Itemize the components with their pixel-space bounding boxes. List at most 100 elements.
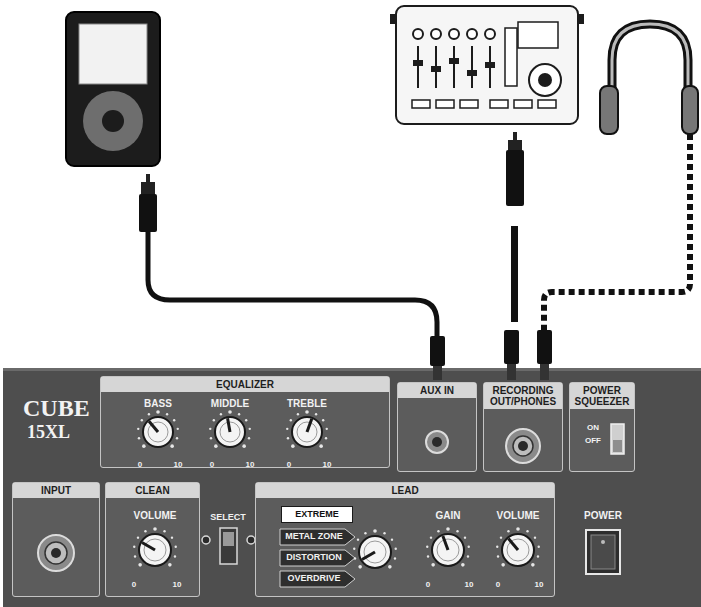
scale-number: 0: [287, 461, 291, 470]
panel-heading: POWER SQUEEZER: [570, 383, 634, 409]
squeezer-switch-lever: [613, 440, 622, 452]
knob-tick: [468, 546, 470, 548]
knob-label: VOLUME: [134, 510, 177, 521]
knob-tick: [531, 563, 535, 567]
scale-number: 10: [246, 461, 255, 470]
knob-tick: [228, 410, 232, 414]
knob-tick: [357, 538, 359, 540]
knob-tick: [467, 555, 469, 557]
knob: [143, 417, 173, 447]
scale-number: 0: [496, 581, 500, 590]
knob-pointer: [149, 421, 158, 432]
knob: [502, 534, 534, 566]
knob-tick: [431, 563, 435, 567]
knob-tick: [174, 555, 176, 557]
power-indicator: [601, 540, 605, 544]
brand-logo: CUBE: [23, 396, 90, 420]
input-jack: [38, 535, 74, 571]
knob: [139, 534, 171, 566]
knob-tick: [210, 437, 212, 439]
knob-tick: [497, 555, 499, 557]
knob-cap: [507, 539, 529, 561]
knob-tick: [245, 419, 247, 421]
knob-pointer: [307, 419, 312, 432]
recording-out-panel: RECORDING OUT/PHONES: [483, 382, 563, 472]
knob-tick: [238, 413, 240, 415]
switch-label: ON: [587, 424, 599, 433]
clean-panel: CLEAN: [105, 482, 200, 597]
rec-out-jack: [506, 429, 540, 463]
mode-name: OVERDRIVE: [287, 574, 340, 584]
headphones: [537, 24, 698, 380]
knob-tick: [537, 555, 539, 557]
knob-pointer: [362, 552, 375, 560]
knob-tick: [249, 428, 251, 430]
power-switch-rocker: [591, 535, 615, 569]
subpanel-fills: [12, 376, 635, 597]
brand-logo: 15XL: [27, 423, 70, 441]
knob-tick: [148, 413, 150, 415]
knob-tick: [325, 437, 327, 439]
knob-tick: [176, 437, 178, 439]
mode-box: EXTREME: [281, 506, 353, 523]
switch-label: POWER: [584, 510, 622, 521]
scale-number: 0: [426, 581, 430, 590]
knob-tick: [153, 527, 157, 531]
panel-heading: CLEAN: [106, 483, 199, 498]
knob-tick: [248, 437, 250, 439]
amp-panel: [3, 368, 701, 607]
knob: [215, 417, 245, 447]
knob-tick: [134, 555, 136, 557]
knob-tick: [137, 428, 139, 430]
knob-cap: [148, 422, 168, 442]
knob-tick: [319, 444, 323, 448]
knob-tick: [456, 530, 458, 532]
knob-tick: [437, 530, 439, 532]
switch-label: OFF: [585, 437, 601, 446]
knob-tick: [461, 563, 465, 567]
knob-tick: [156, 410, 160, 414]
knob-tick: [430, 536, 432, 538]
recording-cable: [504, 132, 524, 380]
knob-tick: [427, 555, 429, 557]
knob: [432, 534, 464, 566]
scale-number: 10: [174, 461, 183, 470]
knob-tick: [213, 419, 215, 421]
panel-heading: LEAD: [256, 483, 554, 498]
knob-tick: [388, 565, 392, 569]
knob-tick: [209, 428, 211, 430]
scale-number: 10: [323, 461, 332, 470]
knob-tick: [137, 536, 139, 538]
knob-tick: [507, 530, 509, 532]
scale-number: 10: [173, 581, 182, 590]
select-switch-lever: [223, 532, 234, 546]
knob-tick: [173, 419, 175, 421]
knob-tick: [214, 444, 218, 448]
knob-tick: [220, 413, 222, 415]
knob-tick: [297, 413, 299, 415]
clean-led: [202, 536, 210, 544]
select-switch: [220, 528, 237, 564]
knob-tick: [168, 563, 172, 567]
knob-tick: [395, 548, 397, 550]
panel-heading: RECORDING OUT/PHONES: [484, 383, 562, 409]
knob-tick: [175, 546, 177, 548]
knob-tick: [142, 444, 146, 448]
knob-pointer: [228, 418, 230, 432]
knob-tick: [358, 565, 362, 569]
knob-label: MIDDLE: [211, 398, 249, 409]
knob-tick: [326, 428, 328, 430]
knob-pointer: [142, 543, 155, 551]
panel-edge: [3, 368, 701, 371]
panel-heading: AUX IN: [398, 383, 476, 398]
knob-pointer: [508, 539, 518, 550]
aux-jack: [426, 431, 448, 453]
panel-heading: INPUT: [13, 483, 99, 498]
knob-tick: [287, 437, 289, 439]
squeezer-switch: [611, 424, 624, 454]
knob-tick: [133, 546, 135, 548]
power-switch: [586, 530, 620, 574]
knob-tick: [538, 546, 540, 548]
knob-tick: [534, 536, 536, 538]
